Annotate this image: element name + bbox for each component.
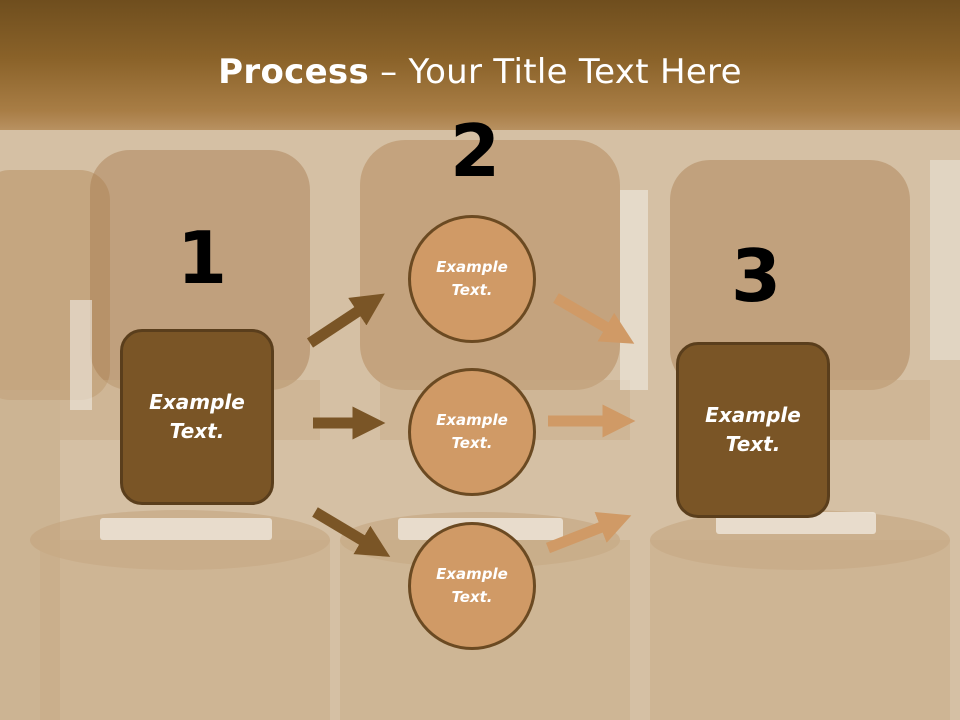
circle-2-line2: Text. bbox=[451, 434, 493, 452]
arrow-to-circle-3 bbox=[312, 507, 391, 557]
arrow-from-circle-1 bbox=[553, 293, 635, 344]
circle-step-2: Example Text. bbox=[408, 368, 536, 496]
arrow-to-circle-1 bbox=[306, 293, 385, 348]
circle-1-line1: Example bbox=[436, 258, 508, 276]
left-process-box: Example Text. bbox=[120, 329, 274, 505]
right-box-line2: Text. bbox=[725, 432, 781, 456]
title-bar bbox=[0, 0, 960, 130]
step-number-3: 3 bbox=[731, 234, 782, 318]
circle-step-3: Example Text. bbox=[408, 522, 536, 650]
left-box-line2: Text. bbox=[169, 419, 225, 443]
title-rest: – Your Title Text Here bbox=[369, 52, 742, 92]
title-bold: Process bbox=[218, 52, 370, 92]
right-process-box: Example Text. bbox=[676, 342, 830, 518]
arrow-from-circle-3 bbox=[545, 512, 632, 554]
circle-3-line1: Example bbox=[436, 565, 508, 583]
circle-1-line2: Text. bbox=[451, 281, 493, 299]
slide-title: Process – Your Title Text Here bbox=[0, 52, 960, 92]
circle-2-line1: Example bbox=[436, 411, 508, 429]
step-number-2: 2 bbox=[450, 109, 501, 193]
left-box-line1: Example bbox=[149, 390, 245, 414]
circle-step-1: Example Text. bbox=[408, 215, 536, 343]
right-box-line1: Example bbox=[705, 403, 801, 427]
step-number-1: 1 bbox=[177, 216, 228, 300]
circle-3-line2: Text. bbox=[451, 588, 493, 606]
